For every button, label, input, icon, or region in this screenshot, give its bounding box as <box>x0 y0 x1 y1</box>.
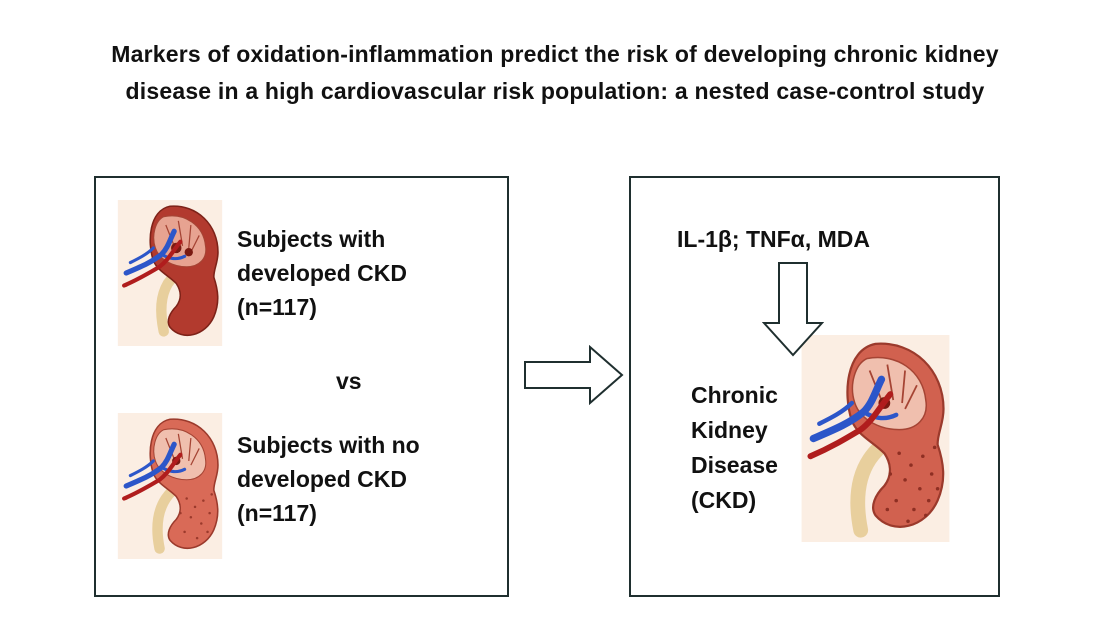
right-arrow-icon <box>524 345 624 405</box>
title-line-1: Markers of oxidation-inflammation predic… <box>111 41 999 67</box>
case-group-line-2: developed CKD <box>237 260 407 286</box>
kidney-illustration-icon <box>117 413 223 559</box>
case-group-label: Subjects with developed CKD (n=117) <box>237 222 407 324</box>
markers-label: IL-1β; TNFα, MDA <box>677 226 870 252</box>
down-arrow-icon <box>762 262 824 357</box>
case-group-line-1: Subjects with <box>237 226 386 252</box>
control-group-label: Subjects with no developed CKD (n=117) <box>237 428 420 530</box>
figure-title: Markers of oxidation-inflammation predic… <box>0 36 1110 110</box>
outcome-line-4: (CKD) <box>691 487 757 513</box>
comparison-label: vs <box>336 368 362 394</box>
control-group-line-3: (n=117) <box>237 500 317 526</box>
control-group-line-1: Subjects with no <box>237 432 420 458</box>
outcome-line-1: Chronic <box>691 382 778 408</box>
case-group-line-3: (n=117) <box>237 294 317 320</box>
outcome-label: Chronic Kidney Disease (CKD) <box>691 378 778 518</box>
title-line-2: disease in a high cardiovascular risk po… <box>125 78 985 104</box>
outcome-line-3: Disease <box>691 452 778 478</box>
kidney-illustration-icon <box>117 200 223 346</box>
outcome-line-2: Kidney <box>691 417 768 443</box>
kidney-illustration-icon <box>801 335 950 542</box>
control-group-line-2: developed CKD <box>237 466 407 492</box>
